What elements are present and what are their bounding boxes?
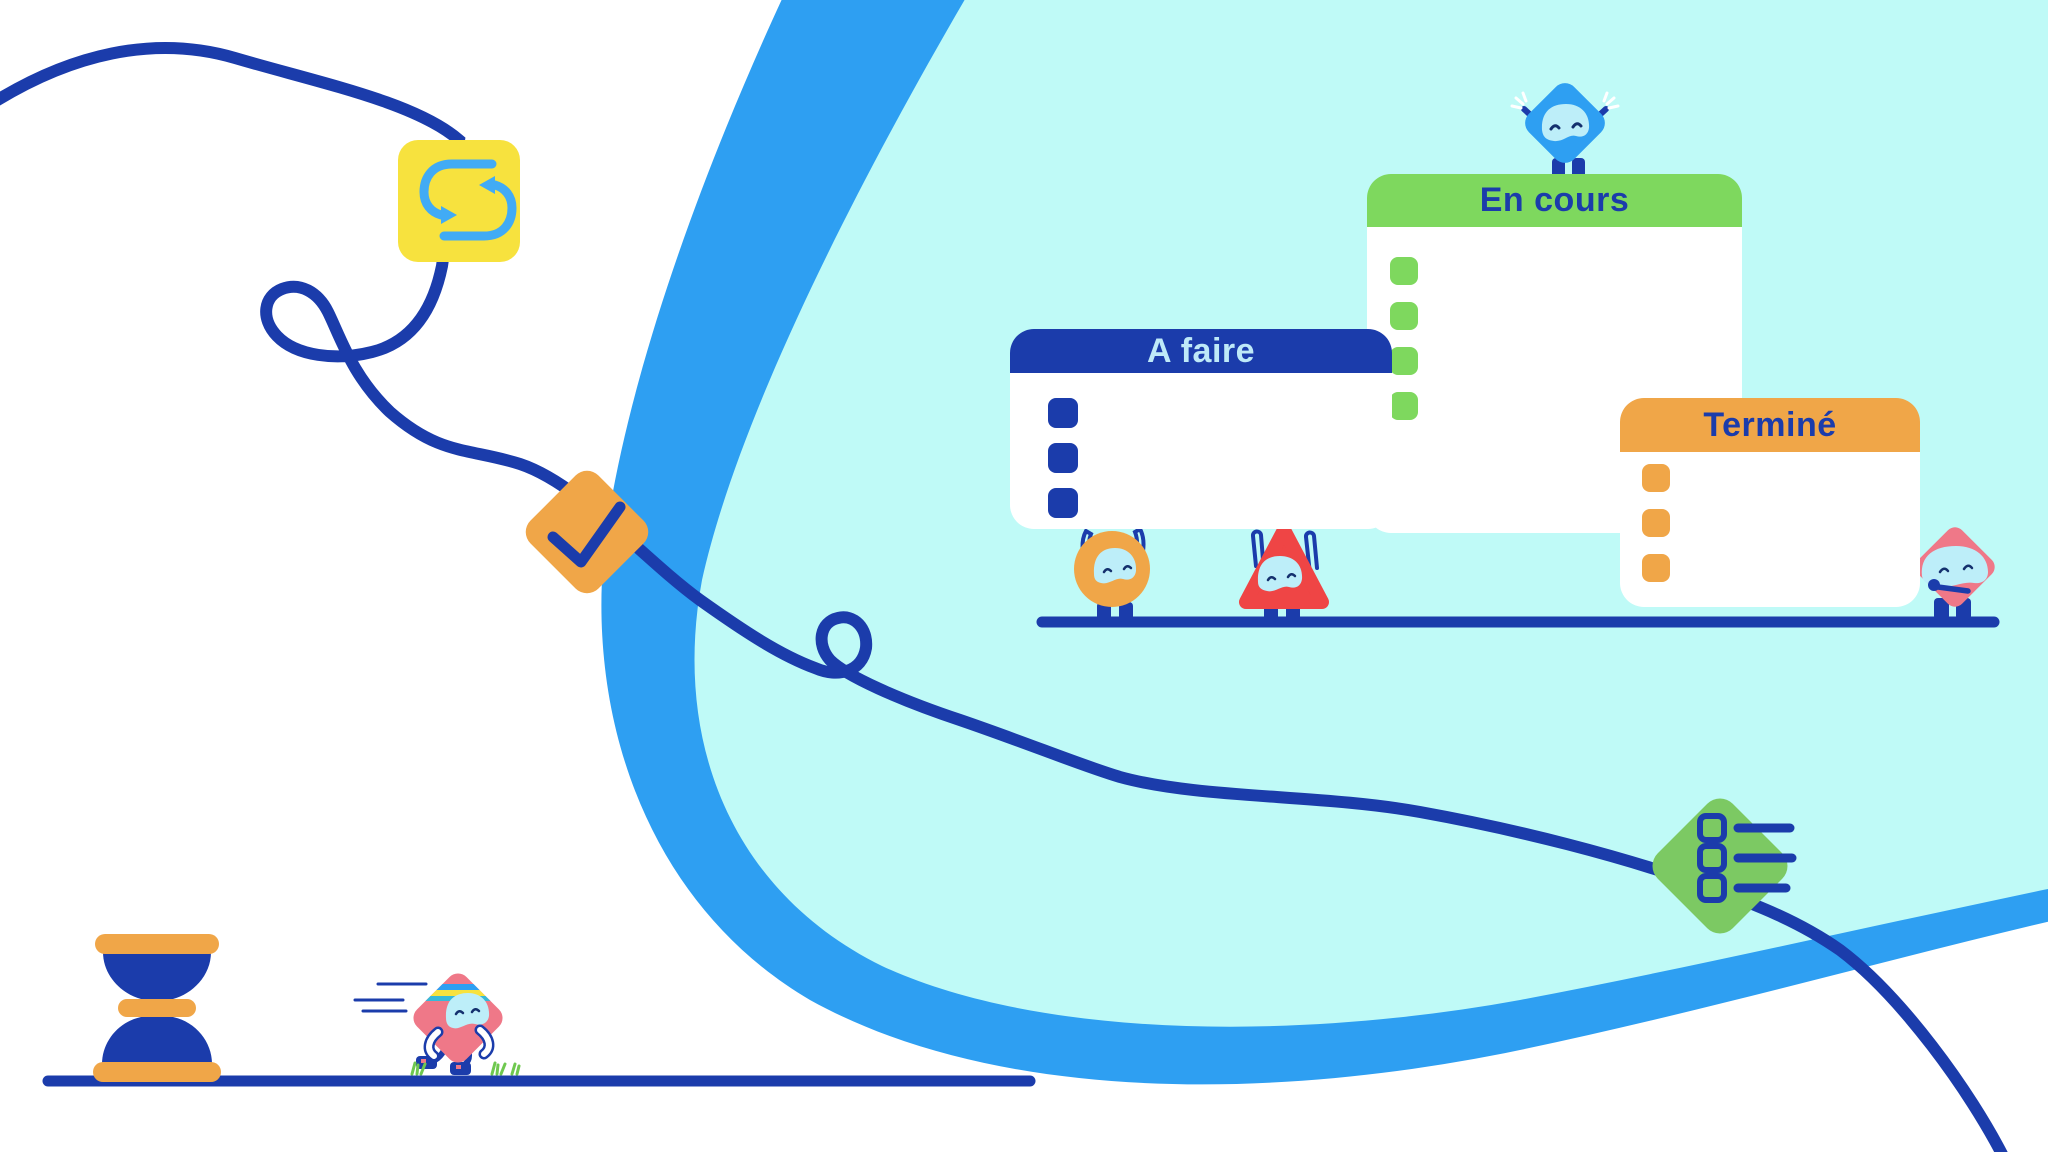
- mascot-arm: [1080, 528, 1096, 574]
- sync-icon: [398, 140, 520, 262]
- column-body-todo: [1010, 373, 1392, 529]
- card-placeholder: [1390, 347, 1418, 375]
- speed-lines: [353, 982, 428, 1013]
- mascot-eye: [1549, 124, 1561, 131]
- card-placeholder: [1642, 554, 1670, 582]
- mascot-foot: [1097, 602, 1111, 622]
- triangle-mascot: [1239, 523, 1329, 622]
- mascot-face: [1093, 548, 1137, 584]
- mascot-foot: [1956, 598, 1971, 620]
- mascot-body: [1915, 527, 1995, 607]
- mascot-face: [1541, 104, 1590, 142]
- mascot-face: [445, 993, 490, 1029]
- mascot-arm: [477, 1027, 492, 1057]
- checklist-boxes: [1697, 813, 1727, 903]
- hourglass-bottom-cap: [93, 1062, 221, 1082]
- checklist-lines: [1733, 823, 1797, 893]
- mascot-eye: [1122, 565, 1133, 571]
- card-placeholder: [1048, 398, 1078, 428]
- mascot-sneaker: [416, 1056, 437, 1069]
- mascot-arm: [1304, 530, 1319, 576]
- mascot-body: [1074, 531, 1150, 607]
- check-icon: [525, 470, 649, 594]
- mascot-eye: [1266, 576, 1277, 582]
- mascot-body: [413, 973, 503, 1063]
- column-title: A faire: [1146, 331, 1256, 370]
- mascot-eye: [1938, 567, 1950, 574]
- sync-icon-tile: [398, 140, 520, 262]
- kanban-column-done: Terminé: [1620, 398, 1920, 607]
- mascot-arm: [1251, 529, 1265, 568]
- mascot-foot: [1934, 598, 1949, 620]
- mascot-arm: [1521, 106, 1543, 127]
- card-placeholder: [1390, 257, 1418, 285]
- sync-arrowhead: [479, 176, 495, 194]
- sync-icon-arrows: [419, 159, 517, 241]
- mascot-arm: [1130, 526, 1146, 572]
- card-placeholder: [1642, 464, 1670, 492]
- checklist-icon-tile: [1652, 798, 1788, 934]
- sync-arrowhead: [441, 206, 457, 224]
- card-placeholder: [1390, 302, 1418, 330]
- headband: [410, 984, 508, 1001]
- check-glyph: [547, 501, 626, 568]
- mascot-face: [1257, 556, 1303, 592]
- mascot-arm: [1935, 584, 1971, 594]
- sneaker-accent: [421, 1059, 426, 1063]
- mascot-eye: [1102, 568, 1113, 574]
- column-header-in-progress: En cours: [1367, 174, 1742, 227]
- mascot-foot: [1264, 602, 1278, 622]
- mascot-eye: [470, 1008, 481, 1014]
- mascot-leg: [460, 1043, 473, 1069]
- hourglass: [93, 934, 221, 1082]
- mascot-arm: [426, 1029, 441, 1059]
- running-diamond-mascot: [353, 973, 521, 1076]
- check-icon-tile: [525, 470, 649, 594]
- hourglass-bottom-bulb: [102, 1017, 212, 1064]
- mascot-leg: [427, 1041, 450, 1065]
- mascot-face: [1921, 546, 1988, 588]
- column-title: Terminé: [1703, 405, 1837, 444]
- column-header-done: Terminé: [1620, 398, 1920, 452]
- mascot-eye: [1286, 573, 1297, 579]
- shy-diamond-mascot: [1915, 527, 1995, 620]
- mascot-body: [1525, 83, 1605, 163]
- mascot-eye: [454, 1010, 465, 1016]
- column-header-todo: A faire: [1010, 329, 1392, 373]
- grass-tufts: [410, 1061, 521, 1076]
- mascot-sneaker: [450, 1062, 471, 1075]
- card-placeholder: [1390, 392, 1418, 420]
- mascot-foot: [1286, 602, 1300, 622]
- circle-mascot: [1074, 526, 1150, 622]
- card-placeholder: [1642, 509, 1670, 537]
- hourglass-top-cap: [95, 934, 219, 954]
- sneaker-accent: [456, 1065, 461, 1069]
- mascot-foot: [1119, 602, 1133, 622]
- cheer-sparks: [1510, 91, 1620, 110]
- card-placeholder: [1048, 488, 1078, 518]
- mascot-arm-outline: [474, 1024, 495, 1060]
- column-title: En cours: [1479, 181, 1630, 219]
- cheering-diamond-mascot: [1510, 83, 1620, 180]
- mascot-body: [1239, 523, 1329, 609]
- kanban-column-todo: A faire: [1010, 329, 1392, 529]
- mascot-arm: [1589, 106, 1609, 125]
- mascot-eye: [1962, 564, 1974, 571]
- card-placeholder: [1048, 443, 1078, 473]
- mascot-eye: [1571, 122, 1583, 129]
- mascot-arm-outline: [423, 1026, 444, 1062]
- hourglass-waist: [118, 999, 196, 1017]
- mascot-hand: [1928, 579, 1940, 591]
- hourglass-top-bulb: [103, 952, 211, 999]
- column-body-done: [1620, 452, 1920, 607]
- checklist-icon: [1652, 798, 1797, 934]
